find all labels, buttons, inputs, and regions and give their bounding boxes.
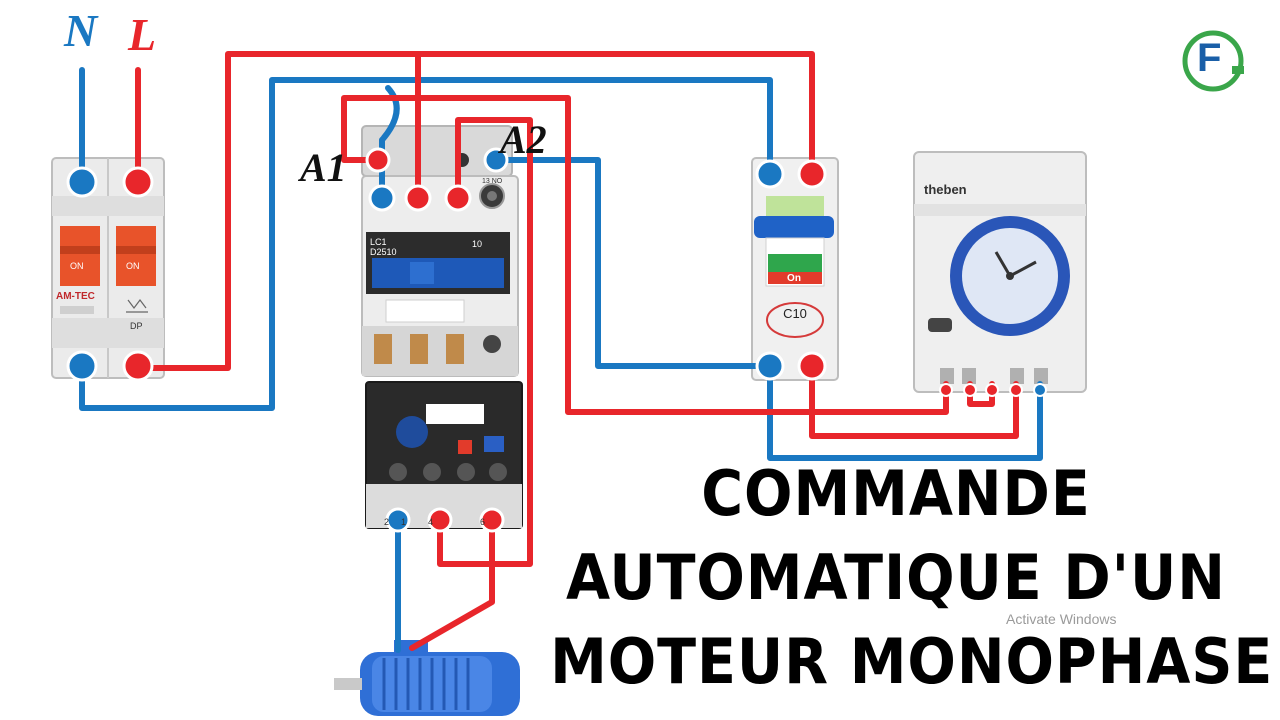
contactor-model-line2: D2510 — [370, 247, 397, 257]
overload-label-2: 2 — [384, 517, 390, 527]
coil-terminal-a1 — [365, 147, 391, 173]
contactor-model-line1: LC1 — [370, 237, 387, 247]
breaker-right-switch-label: ON — [126, 261, 140, 271]
timer-switch — [913, 151, 1087, 393]
timer-terminal-n — [1033, 383, 1047, 397]
neutral-label: N — [64, 5, 98, 56]
coil-terminal-a2 — [483, 147, 509, 173]
timer-supply-wire — [809, 363, 1019, 439]
channel-logo-icon — [1182, 30, 1244, 92]
phase-feed-wire — [135, 51, 815, 371]
breaker-symbol-icon — [126, 299, 148, 313]
breaker-toggle-left — [60, 226, 100, 286]
breaker-terminal-n-in — [66, 166, 98, 198]
phase-to-motor-wire — [409, 519, 495, 651]
c10-rating-label: C10 — [783, 306, 807, 321]
contactor-aux-mark: 13 NO — [482, 178, 503, 185]
breaker-toggle-right — [116, 226, 156, 286]
overload-terminal-4 — [427, 507, 453, 533]
overload-terminal-2 — [385, 507, 411, 533]
breaker-pole-mark: DP — [130, 321, 143, 331]
breaker-terminal-l-in — [122, 166, 154, 198]
motor-shaft — [334, 678, 362, 690]
logo-letter: F — [1197, 36, 1222, 80]
contact-loop-wire — [437, 117, 533, 567]
contactor-blue-slider — [372, 258, 504, 288]
neutral-coil-loop-wire — [379, 85, 400, 201]
overload-terminal-6 — [479, 507, 505, 533]
a1-coil-wire — [341, 95, 949, 415]
double-pole-breaker — [51, 157, 165, 379]
contactor-contact-mark: 10 — [472, 239, 483, 249]
overload-label-4: 4 — [428, 517, 434, 527]
c10-toggle — [754, 216, 834, 238]
coil-a1-label: A1 — [300, 145, 347, 190]
contactor-terminal-5 — [444, 184, 472, 212]
timer-terminal-4 — [1009, 383, 1023, 397]
activation-watermark: Activate Windows — [1006, 611, 1117, 627]
overload-dial-icon — [396, 416, 428, 448]
contactor — [361, 125, 519, 377]
timer-brand: theben — [924, 182, 967, 197]
a2-coil-wire — [493, 157, 773, 369]
c10-state-label: On — [787, 273, 801, 284]
timer-terminal-2 — [963, 383, 977, 397]
breaker-terminal-n-out — [66, 350, 98, 382]
overload-relay — [365, 381, 523, 529]
single-phase-motor — [334, 640, 520, 716]
breaker-terminal-l-out — [122, 350, 154, 382]
c10-terminal-l-out — [797, 351, 827, 381]
headline-line-2: AUTOMATIQUE D'UN — [566, 541, 1226, 614]
overload-label-1: 1 — [401, 517, 407, 527]
breaker-left-switch-label: ON — [70, 261, 84, 271]
headline: COMMANDE AUTOMATIQUE D'UN MOTEUR MONOPHA… — [550, 452, 1274, 704]
contactor-terminal-3 — [404, 184, 432, 212]
c10-terminal-l-in — [797, 159, 827, 189]
line-label: L — [128, 9, 157, 60]
headline-line-3: MOTEUR MONOPHASE — [550, 625, 1274, 698]
neutral-return-wire — [79, 77, 773, 411]
breaker-brand: AM-TEC — [56, 291, 95, 302]
timer-terminal-3 — [985, 383, 999, 397]
c10-terminal-n-out — [755, 351, 785, 381]
overload-label-6: 6 — [480, 517, 486, 527]
headline-line-1: COMMANDE — [701, 457, 1091, 530]
timer-terminal-1 — [939, 383, 953, 397]
coil-a2-label: A2 — [500, 117, 547, 162]
c10-breaker — [751, 157, 839, 381]
contactor-terminal-1 — [368, 184, 396, 212]
c10-terminal-n-in — [755, 159, 785, 189]
